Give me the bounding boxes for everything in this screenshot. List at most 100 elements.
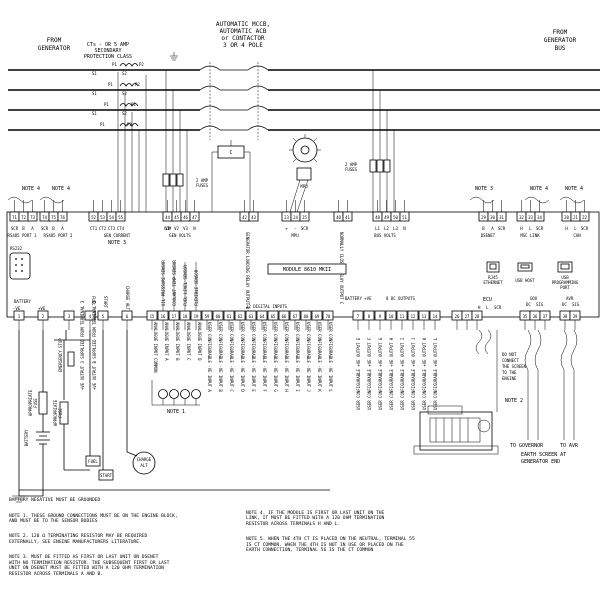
- svg-text:H: H: [478, 305, 481, 310]
- terminal-label: 31: [499, 215, 504, 220]
- terminal-label: 4: [89, 314, 92, 319]
- dc-output-label: USER CONFIGURABLE +VE OUTPUT G: [378, 337, 383, 410]
- svg-text:L: L: [486, 305, 489, 310]
- svg-text:BUS VOLTS: BUS VOLTS: [374, 233, 396, 238]
- terminal-label: 1: [18, 314, 21, 319]
- breaker-label: AUTOMATIC MCCB, AUTOMATIC ACB or CONTACT…: [216, 21, 270, 49]
- terminal-label: 71: [12, 215, 17, 220]
- terminal-label: 17: [172, 314, 177, 319]
- svg-text:P1: P1: [100, 122, 105, 127]
- digital-input-label: USER CONFIGURABLE -VE INPUT E: [251, 322, 256, 392]
- rs232-port: RS232: [9, 246, 31, 280]
- dc-output-label: USER CONFIGURABLE +VE OUTPUT H: [389, 337, 394, 410]
- mpu-gear-icon: MPU: [289, 134, 321, 213]
- svg-text:S1: S1: [92, 71, 97, 76]
- usb-host-port: USB HOST: [515, 262, 535, 283]
- svg-text:FROM: FROM: [553, 29, 568, 36]
- earth-symbol: [170, 52, 178, 61]
- svg-text:-VE: -VE: [13, 306, 21, 311]
- analogue-input-label: ANALOGUE INPUT C: [186, 322, 191, 361]
- svg-text:AUTOMATIC ACB: AUTOMATIC ACB: [220, 28, 267, 35]
- terminal-sub-label: SCR: [536, 226, 544, 231]
- emergency-stop-circuit: APPROPRIATE FUSE EMERGENCY STOP +VE OUTP…: [53, 300, 114, 481]
- terminal-label: 41: [345, 215, 350, 220]
- svg-text:THE SCREEN: THE SCREEN: [502, 364, 527, 369]
- terminal-label: 9: [379, 314, 382, 319]
- digital-input-label: USER CONFIGURABLE -VE INPUT G: [273, 322, 278, 392]
- terminal-sub-label: L3: [393, 226, 398, 231]
- svg-text:USB: USB: [561, 275, 569, 280]
- terminal-label: 7: [357, 314, 360, 319]
- dc-output-label: USER CONFIGURABLE +VE OUTPUT K: [422, 337, 427, 410]
- analogue-head-label: OIL PRESSURE SENSOR: [161, 260, 166, 306]
- svg-text:FUSES: FUSES: [196, 183, 209, 188]
- ecu-wiring: DO NOT CONNECT THE SCREEN TO THE ENGINE …: [475, 329, 527, 412]
- svg-text:P1: P1: [108, 82, 113, 87]
- digital-input-label: USER CONFIGURABLE -VE INPUT H: [284, 322, 289, 392]
- digital-input-label: USER CONFIGURABLE -VE INPUT K: [317, 322, 322, 392]
- terminal-label: 21: [573, 215, 578, 220]
- notes-left: NOTE 1. THESE GROUND CONNECTIONS MUST BE…: [9, 508, 229, 583]
- programming-port: USB PROGRAMMING PORT: [552, 261, 579, 290]
- svg-text:USB HOST: USB HOST: [515, 278, 535, 283]
- svg-text:SIG: SIG: [572, 302, 580, 307]
- svg-text:+VE OUTPUT 3 SUPPLIED FROM TER: +VE OUTPUT 3 SUPPLIED FROM TERMINAL 3: [80, 300, 85, 390]
- notes-right: NOTE 4. IF THE MODULE IS FIRST OR LAST U…: [246, 505, 546, 559]
- terminal-label: 54: [109, 215, 114, 220]
- svg-text:S1: S1: [92, 91, 97, 96]
- module-label: MODULE 8610 MKII: [283, 267, 331, 273]
- dc-output-label: USER CONFIGURABLE +VE OUTPUT I: [400, 337, 405, 410]
- terminal-label: 12: [411, 314, 416, 319]
- terminal-label: 29: [481, 215, 486, 220]
- dc-output-label: USER CONFIGURABLE +VE OUTPUT J: [411, 338, 416, 410]
- terminal-label: 52: [91, 215, 96, 220]
- svg-text:GEN VOLTS: GEN VOLTS: [169, 233, 191, 238]
- terminal-label: 70: [326, 314, 331, 319]
- analogue-head-label: FUEL LEVEL SENSOR: [183, 264, 188, 306]
- analogue-head-label: COOLANT TEMP SENSOR: [172, 260, 177, 306]
- terminal-sub-label: L: [574, 226, 577, 231]
- svg-text:CONNECT: CONNECT: [502, 358, 519, 363]
- digital-input-label: USER CONFIGURABLE -VE INPUT C: [229, 322, 234, 392]
- svg-text:ECU: ECU: [483, 297, 492, 303]
- terminal-sub-label: N: [403, 226, 406, 231]
- digital-input-label: USER CONFIGURABLE -VE INPUT A: [207, 322, 212, 392]
- terminal-label: 32: [519, 215, 524, 220]
- bottom-header-labels: BATTERY -VE +VE FUEL START CHARGE ALT 12…: [13, 286, 580, 311]
- terminal-label: 43: [251, 215, 256, 220]
- from-generator-label: FROM GENERATOR: [38, 37, 71, 52]
- terminal-label: 66: [282, 314, 287, 319]
- terminal-sub-label: A: [61, 226, 64, 231]
- fuse-left-label: 2 AMP FUSES: [196, 178, 209, 188]
- terminal-sub-label: CT1: [90, 226, 98, 231]
- svg-text:or CONTACTOR: or CONTACTOR: [221, 35, 265, 42]
- svg-text:C: C: [229, 150, 232, 156]
- gen-volts-taps: [162, 70, 188, 212]
- svg-text:GEN CURRENT: GEN CURRENT: [104, 233, 131, 238]
- terminal-sub-label: SCR: [581, 226, 589, 231]
- terminal-sub-label: B: [52, 226, 55, 231]
- terminal-label: 60: [216, 314, 221, 319]
- terminal-label: 65: [271, 314, 276, 319]
- ethernet-port: RJ45 ETHERNET: [483, 261, 503, 285]
- svg-text:GOV: GOV: [530, 296, 538, 301]
- fuse-right-label: 2 AMP FUSES: [345, 162, 358, 172]
- svg-text:MSC LINK: MSC LINK: [520, 233, 540, 238]
- terminal-sub-label: V3: [183, 226, 188, 231]
- digital-input-label: USER CONFIGURABLE -VE INPUT D: [240, 322, 245, 392]
- terminal-sub-label: L1: [375, 226, 380, 231]
- dc-output-label: USER CONFIGURABLE +VE OUTPUT F: [367, 337, 372, 410]
- terminal-label: 55: [118, 215, 123, 220]
- terminal-sub-label: SCR: [11, 226, 19, 231]
- emergency-stop-icon: [67, 351, 75, 367]
- svg-text:P2: P2: [139, 62, 144, 67]
- svg-text:8 DC OUTPUTS: 8 DC OUTPUTS: [386, 296, 415, 301]
- terminal-label: 40: [336, 215, 341, 220]
- svg-text:GENERATOR: GENERATOR: [38, 45, 71, 52]
- terminal-label: 37: [543, 314, 548, 319]
- svg-text:+VE OUTPUT B SUPPLIED FROM TER: +VE OUTPUT B SUPPLIED FROM TERMINAL 3: [92, 300, 97, 390]
- svg-text:RS485 PORT 2: RS485 PORT 2: [44, 233, 73, 238]
- battery-negative-note: BATTERY NEGATIVE MUST BE GROUNDED: [9, 498, 101, 503]
- terminal-sub-label: SCR: [41, 226, 49, 231]
- svg-text:NOTE 3: NOTE 3: [475, 186, 493, 192]
